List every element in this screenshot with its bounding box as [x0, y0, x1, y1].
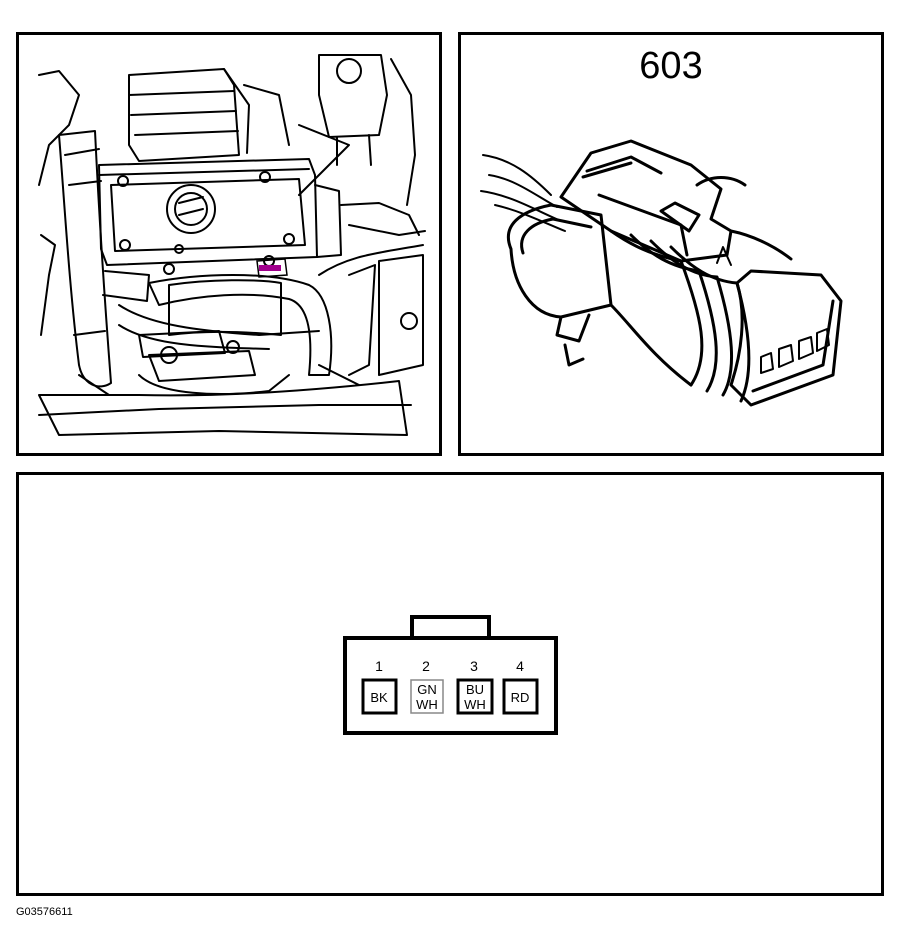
- pin-1-cavity: [361, 678, 398, 715]
- pin-4-cavity: [502, 678, 539, 715]
- pin-3: 3 BU WH: [456, 658, 494, 715]
- engine-bay-locator-view: [16, 32, 442, 456]
- connector-number-label: 603: [639, 45, 703, 87]
- sensor-location-marker: [259, 265, 281, 271]
- terminal-pinout-panel: 1 BK 2 GN WH 3 BU WH 4 RD: [16, 472, 884, 896]
- pin-2-wire-color-line1: GN: [417, 682, 437, 697]
- pin-2-cavity: [410, 679, 444, 714]
- pin-2-number: 2: [422, 658, 430, 674]
- pin-3-wire-color-line1: BU: [466, 682, 484, 697]
- connector-face-view-panel: 603: [458, 32, 884, 456]
- connector-pinout-diagram: 1 BK 2 GN WH 3 BU WH 4 RD: [343, 615, 558, 735]
- pin-2: 2 GN WH: [410, 658, 444, 714]
- pin-4: 4 RD: [502, 658, 539, 715]
- pin-1-number: 1: [375, 658, 383, 674]
- pin-4-number: 4: [516, 658, 524, 674]
- pin-1-wire-color: BK: [370, 690, 388, 705]
- pin-3-number: 3: [470, 658, 478, 674]
- engine-bay-illustration: [38, 54, 426, 436]
- figure-id-label: G03576611: [16, 906, 73, 918]
- pin-4-wire-color: RD: [511, 690, 530, 705]
- connector-housing-outline: [343, 615, 558, 735]
- pin-1: 1 BK: [361, 658, 398, 715]
- pin-3-cavity: [456, 678, 494, 715]
- connector-perspective-drawing: [480, 139, 843, 407]
- pin-3-wire-color-line2: WH: [464, 697, 486, 712]
- pin-2-wire-color-line2: WH: [416, 697, 438, 712]
